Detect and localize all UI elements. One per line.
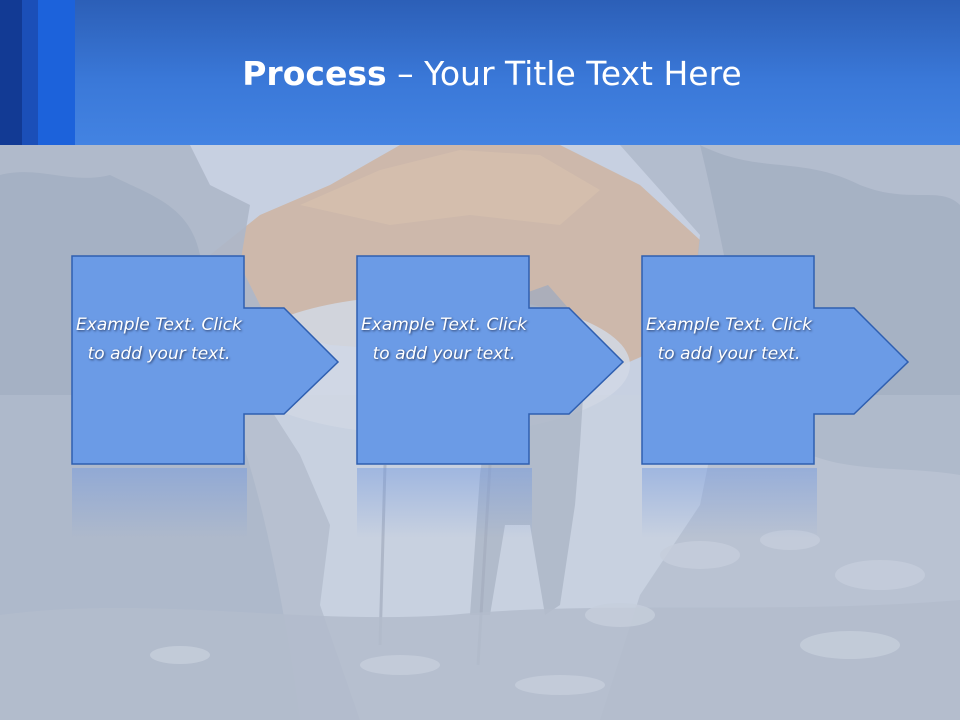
accent-stripe bbox=[22, 0, 38, 145]
slide-title-bold: Process bbox=[242, 54, 387, 93]
step-text[interactable]: Example Text. Click to add your text. bbox=[646, 315, 812, 364]
box-reflection bbox=[72, 468, 247, 538]
accent-stripe bbox=[0, 0, 22, 145]
process-step-2[interactable]: Example Text. Click to add your text. bbox=[356, 255, 625, 538]
step-text[interactable]: Example Text. Click to add your text. bbox=[361, 315, 527, 364]
title-bar: Process – Your Title Text Here bbox=[0, 0, 960, 145]
box-reflection bbox=[357, 468, 532, 538]
arrow-box-shape bbox=[356, 255, 625, 465]
arrow-box-shape bbox=[71, 255, 340, 465]
process-step-3[interactable]: Example Text. Click to add your text. bbox=[641, 255, 910, 538]
process-step-1[interactable]: Example Text. Click to add your text. bbox=[71, 255, 340, 538]
box-reflection bbox=[642, 468, 817, 538]
arrow-box-shape bbox=[641, 255, 910, 465]
slide-title[interactable]: Process – Your Title Text Here bbox=[0, 52, 960, 96]
step-text[interactable]: Example Text. Click to add your text. bbox=[76, 315, 242, 364]
accent-stripe bbox=[38, 0, 75, 145]
slide-title-rest: – Your Title Text Here bbox=[386, 54, 742, 93]
